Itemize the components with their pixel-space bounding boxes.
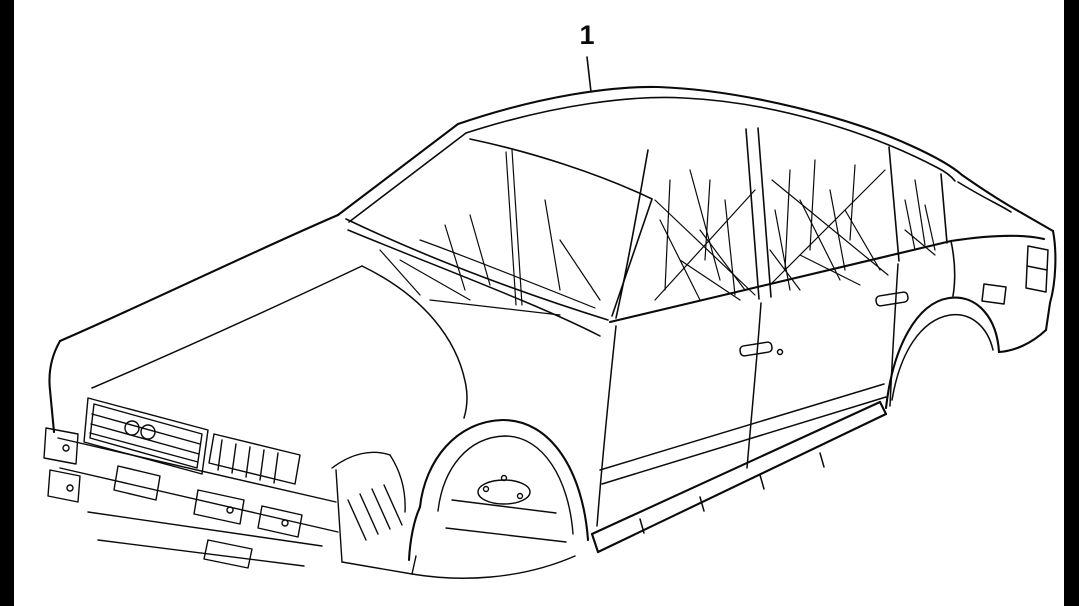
emblem-ring [140,424,156,440]
c-pillar-front-edge [888,146,900,262]
rear-door-handle [875,291,909,307]
bracket [193,489,245,525]
hood-top-edge [58,213,340,343]
bracket [257,505,303,538]
doors-and-side [596,263,909,534]
bracket [113,465,161,501]
door-lock-cylinder [776,348,784,356]
side-moulding-upper [599,383,885,471]
grille-slat [91,413,201,445]
side-moulding-lower [601,396,887,485]
hood-rear-edge [347,229,601,337]
rear-deck-crease [957,181,1012,213]
rear-wheel-arch-inner [891,313,994,401]
cowl-line [345,218,609,321]
grille-outline [83,397,209,475]
trunk-rear-edge [1044,229,1057,332]
wheel-arch-inner [437,435,574,535]
rear-door-quarter-seam [889,263,899,407]
a-pillar-inner [348,132,467,223]
bumper-bracket [43,427,79,465]
drip-rail [465,96,956,182]
inner-fender-top [331,451,391,469]
hood-crease [91,265,363,389]
a-pillar-outer [336,122,460,217]
front-door-handle [739,341,773,357]
wheel-well-platform [451,499,557,514]
bracket [203,539,253,569]
interior-structure-lines [379,149,936,316]
quarter-window-rear-edge [940,173,948,244]
front-face-left-edge [48,339,62,434]
callout-label-1: 1 [579,20,595,50]
bumper-bracket [47,469,81,503]
crossmember [97,539,305,567]
far-a-pillar [611,198,653,317]
b-pillar [745,128,760,300]
front-wheel-arch [418,418,590,542]
callout-leader-line [586,56,592,93]
fender-top-line [361,265,468,419]
emblem-ring [124,420,140,436]
frame-rail-lower [59,467,339,533]
quarter-panel-crease [950,240,956,297]
grille-inner [89,403,203,469]
front-wheel-well [331,435,576,579]
body-outline [48,85,1057,562]
rocker-bottom [596,412,888,554]
front-window-leading-edge [615,149,649,319]
fuel-filler-door [981,283,1007,305]
rear-lower-edge [997,328,1048,354]
rear-quarter [891,207,1054,401]
windshield-header-inner [469,138,653,200]
trunk-shut-line [1012,207,1054,232]
belt-line [608,239,953,324]
crossmember [87,511,323,547]
left-black-bar [0,0,14,606]
roof-outline [456,85,1055,233]
greenhouse [345,96,1012,321]
front-rear-door-seam [746,302,762,469]
grille-slat [89,432,199,463]
headlight-opening [208,433,301,485]
rocker-top [590,400,882,536]
front-underbody-edge [411,555,576,579]
taillight-outline [1025,245,1049,293]
rear-wheel-arch [884,296,1001,410]
frame-rail-upper [57,437,337,503]
right-black-bar [1064,0,1079,606]
front-end-structure [43,397,339,569]
fender-door-seam [596,325,617,527]
hood-and-fender [91,229,601,419]
